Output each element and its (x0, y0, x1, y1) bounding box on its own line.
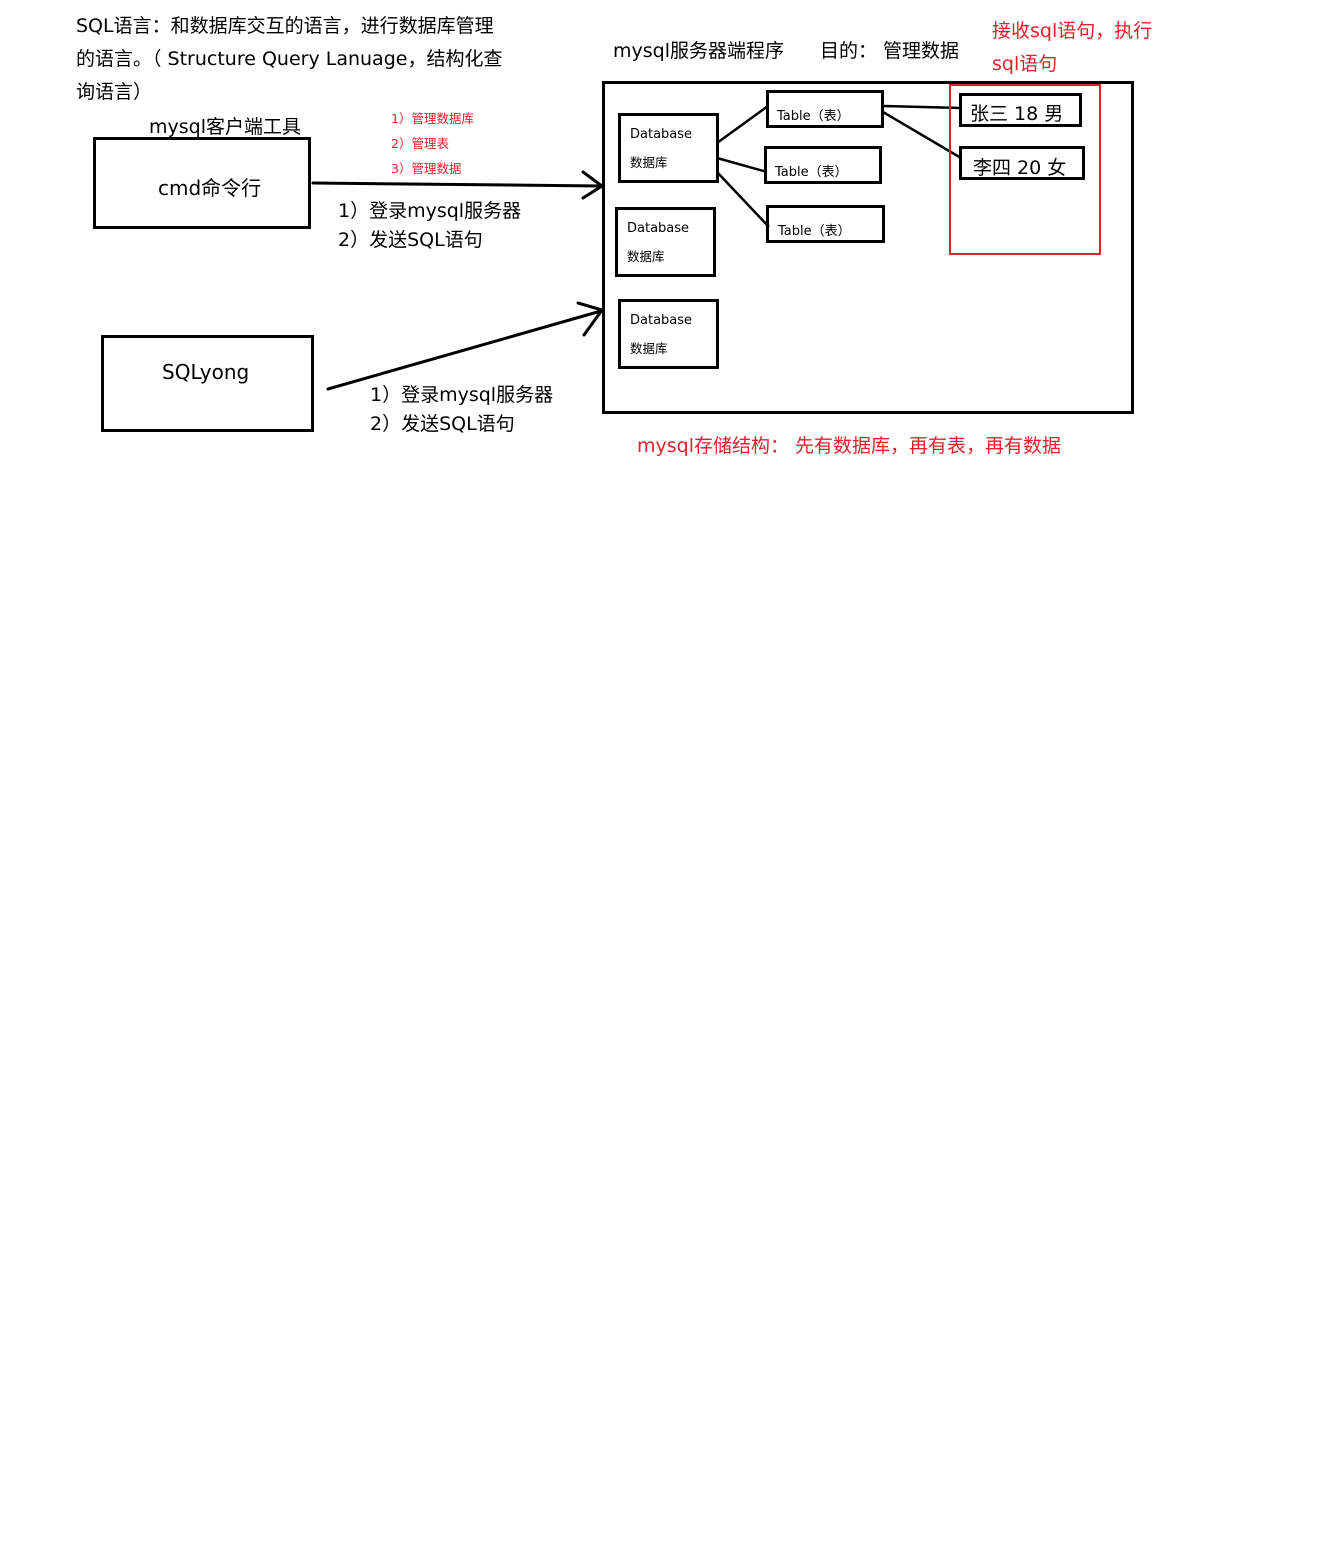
database-3-en: Database (630, 313, 693, 328)
row-box-2: 李四 20 女 (959, 146, 1085, 180)
sqlyog-label: SQLyong (162, 360, 250, 384)
database-1-zh: 数据库 (630, 155, 668, 170)
database-1-en: Database (630, 127, 693, 142)
table-3-label: Table（表） (778, 224, 851, 239)
cmd-to-server-arrow (311, 181, 603, 188)
step-bottom-1: 1）登录mysql服务器 (370, 384, 554, 406)
table-box-3: Table（表） (766, 205, 885, 243)
table-1-label: Table（表） (777, 109, 850, 124)
manage-note-1: 1）管理数据库 (391, 111, 474, 126)
manage-note-3: 3）管理数据 (391, 161, 462, 176)
intro-line-3: 询语言） (76, 81, 153, 103)
table-box-2: Table（表） (764, 146, 882, 184)
sqlyog-to-server-arrow (326, 309, 603, 391)
table-box-1: Table（表） (766, 90, 884, 128)
step-top-1: 1）登录mysql服务器 (338, 200, 522, 222)
cmd-box: cmd命令行 (93, 137, 311, 229)
db-to-table-1 (716, 104, 769, 145)
exec-note-line-2: sql语句 (992, 53, 1058, 75)
steps-bottom: 1）登录mysql服务器 2）发送SQL语句 (370, 381, 553, 439)
server-box (602, 81, 1134, 414)
row-box-1: 张三 18 男 (959, 93, 1082, 127)
database-3-zh: 数据库 (630, 341, 668, 356)
database-box-3: Database 数据库 (618, 299, 719, 369)
exec-note: 接收sql语句，执行 sql语句 (992, 15, 1152, 81)
step-top-2: 2）发送SQL语句 (338, 229, 483, 251)
database-box-2: Database 数据库 (615, 207, 716, 277)
manage-notes: 1）管理数据库 2）管理表 3）管理数据 (391, 106, 474, 181)
row-1-label: 张三 18 男 (970, 103, 1064, 125)
table-to-row-2 (882, 110, 962, 160)
sqlyog-arrowhead (576, 301, 605, 337)
row-2-label: 李四 20 女 (973, 157, 1067, 179)
server-title: mysql服务器端程序 (613, 40, 784, 62)
db-to-table-2 (716, 156, 768, 174)
client-tools-label: mysql客户端工具 (149, 116, 301, 138)
sqlyog-box: SQLyong (101, 335, 314, 432)
steps-top: 1）登录mysql服务器 2）发送SQL语句 (338, 197, 521, 255)
table-2-label: Table（表） (775, 165, 848, 180)
data-rows-highlight (949, 84, 1101, 255)
db-to-table-3 (716, 171, 770, 228)
step-bottom-2: 2）发送SQL语句 (370, 413, 515, 435)
intro-line-1: SQL语言：和数据库交互的语言，进行数据库管理 (76, 15, 494, 37)
database-box-1: Database 数据库 (618, 113, 719, 183)
manage-note-2: 2）管理表 (391, 136, 449, 151)
intro-line-2: 的语言。（ Structure Query Lanuage，结构化查 (76, 48, 503, 70)
database-2-en: Database (627, 221, 690, 236)
intro-text: SQL语言：和数据库交互的语言，进行数据库管理 的语言。（ Structure … (76, 10, 506, 109)
cmd-label: cmd命令行 (158, 176, 262, 200)
exec-note-line-1: 接收sql语句，执行 (992, 20, 1153, 42)
server-purpose: 目的： 管理数据 (820, 40, 960, 62)
storage-note: mysql存储结构： 先有数据库，再有表，再有数据 (637, 435, 1062, 457)
database-2-zh: 数据库 (627, 249, 665, 264)
table-to-row-1 (882, 104, 962, 110)
